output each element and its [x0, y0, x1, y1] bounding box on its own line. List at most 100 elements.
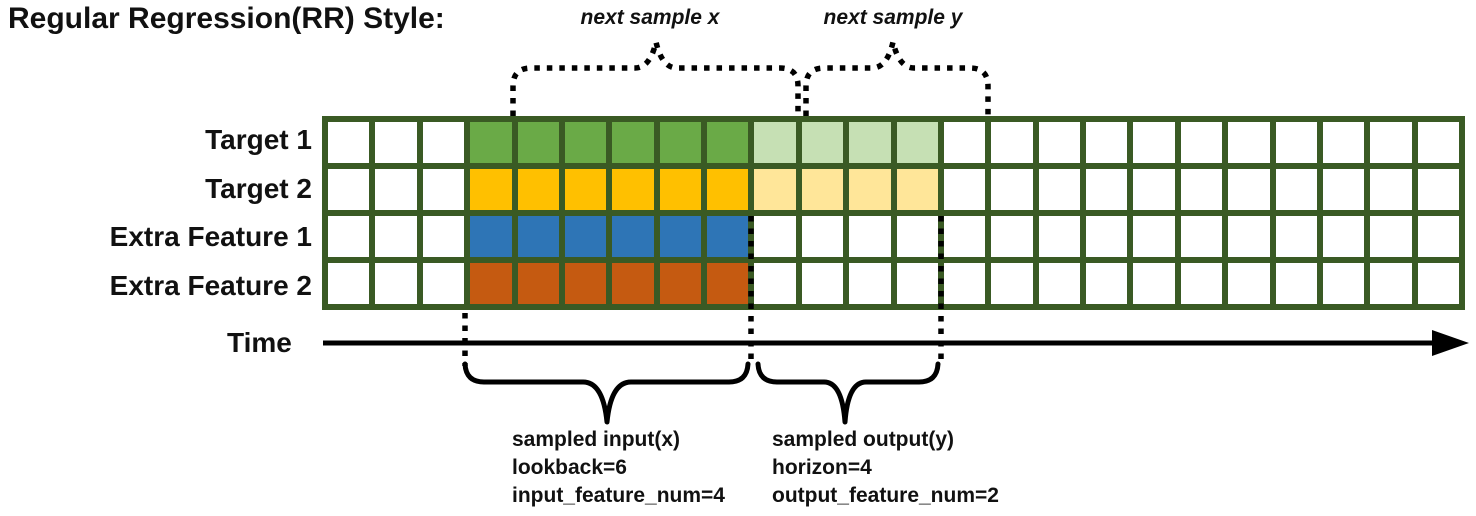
- grid-cell: [1180, 216, 1223, 257]
- input-feature-num-value: input_feature_num=4: [512, 484, 725, 507]
- grid-cell: [754, 122, 796, 163]
- grid-cell: [754, 169, 796, 210]
- grid-cell: [1228, 122, 1270, 163]
- output-feature-num-value: output_feature_num=2: [772, 484, 999, 507]
- grid-cell: [943, 122, 986, 163]
- sampled-input-annotation: sampled input(x) lookback=6 input_featur…: [512, 426, 725, 510]
- grid-cell: [612, 122, 654, 163]
- grid-cell: [1228, 263, 1270, 304]
- grid-cell: [1086, 263, 1128, 304]
- grid-cell: [707, 263, 749, 304]
- diagram-title: Regular Regression(RR) Style:: [8, 2, 445, 35]
- grid-cell: [659, 216, 701, 257]
- grid-cell: [328, 216, 370, 257]
- grid-cell: [564, 122, 607, 163]
- grid-cell: [1086, 122, 1128, 163]
- grid-cell: [1133, 122, 1175, 163]
- grid-cell: [1133, 169, 1175, 210]
- grid-cell: [849, 263, 891, 304]
- sampled-output-title: sampled output(y): [772, 428, 954, 451]
- grid-cell: [801, 122, 844, 163]
- horizon-value: horizon=4: [772, 456, 872, 479]
- grid-cell: [1370, 216, 1412, 257]
- grid-cell: [754, 263, 796, 304]
- grid-cell: [1275, 122, 1317, 163]
- grid-cell: [328, 122, 370, 163]
- grid-cell: [375, 263, 417, 304]
- grid-cell: [1417, 122, 1459, 163]
- grid-cell: [328, 263, 370, 304]
- row-label-extra-feature-1: Extra Feature 1: [109, 221, 312, 253]
- grid-cell: [1038, 169, 1080, 210]
- grid-cell: [517, 169, 559, 210]
- grid-cell: [564, 169, 607, 210]
- grid-cell: [1133, 216, 1175, 257]
- grid-cell: [943, 216, 986, 257]
- grid-cell: [801, 263, 844, 304]
- grid-cell: [1322, 169, 1365, 210]
- next-sample-x-brace: [510, 41, 801, 116]
- row-labels: Target 1 Target 2 Extra Feature 1 Extra …: [0, 116, 312, 310]
- grid-cell: [1086, 216, 1128, 257]
- row-label-target-2: Target 2: [205, 172, 312, 204]
- grid-cell: [470, 216, 512, 257]
- grid-cell: [1417, 216, 1459, 257]
- grid-cell: [1322, 216, 1365, 257]
- grid-cell: [1275, 216, 1317, 257]
- grid-cell: [517, 122, 559, 163]
- grid-cell: [564, 263, 607, 304]
- row-label-extra-feature-2: Extra Feature 2: [109, 269, 312, 301]
- grid-cell: [1180, 122, 1223, 163]
- grid-cell: [896, 122, 938, 163]
- grid-cell: [801, 169, 844, 210]
- grid-cell: [1228, 216, 1270, 257]
- grid-cell: [1417, 169, 1459, 210]
- grid-cell: [1275, 169, 1317, 210]
- row-label-target-1: Target 1: [205, 124, 312, 156]
- grid-cell: [1275, 263, 1317, 304]
- grid-cell: [328, 169, 370, 210]
- grid-cell: [943, 263, 986, 304]
- grid-cell: [991, 216, 1033, 257]
- grid-cell: [1370, 263, 1412, 304]
- grid-cell: [422, 263, 465, 304]
- grid-cell: [707, 216, 749, 257]
- sampled-output-brace: [755, 361, 941, 425]
- grid-cell: [991, 263, 1033, 304]
- grid-cell: [1370, 169, 1412, 210]
- grid-cell: [896, 169, 938, 210]
- grid-cell: [422, 169, 465, 210]
- grid-cell: [991, 169, 1033, 210]
- grid-cell: [1322, 263, 1365, 304]
- time-axis-arrowhead: [1432, 330, 1469, 356]
- grid-cell: [849, 122, 891, 163]
- grid-cell: [517, 216, 559, 257]
- grid-cell: [707, 122, 749, 163]
- grid-cell: [754, 216, 796, 257]
- grid-cell: [991, 122, 1033, 163]
- grid-cell: [470, 122, 512, 163]
- grid-cell: [1038, 263, 1080, 304]
- grid-cell: [1180, 263, 1223, 304]
- grid-cell: [896, 216, 938, 257]
- grid-cell: [849, 216, 891, 257]
- grid-cell: [422, 216, 465, 257]
- sampled-output-annotation: sampled output(y) horizon=4 output_featu…: [772, 426, 999, 510]
- time-axis-label: Time: [227, 327, 292, 358]
- grid-cell: [1038, 122, 1080, 163]
- next-sample-y-brace: [803, 41, 991, 116]
- grid-cell: [1180, 169, 1223, 210]
- grid-cell: [375, 169, 417, 210]
- grid-cell: [375, 122, 417, 163]
- lookback-value: lookback=6: [512, 456, 627, 479]
- next-sample-y-label: next sample y: [823, 6, 963, 29]
- grid-cell: [612, 216, 654, 257]
- sample-grid: [322, 116, 1465, 310]
- grid-cell: [849, 169, 891, 210]
- grid-cell: [943, 169, 986, 210]
- grid-cell: [612, 169, 654, 210]
- grid-cell: [612, 263, 654, 304]
- grid-cell: [470, 263, 512, 304]
- grid-cell: [707, 169, 749, 210]
